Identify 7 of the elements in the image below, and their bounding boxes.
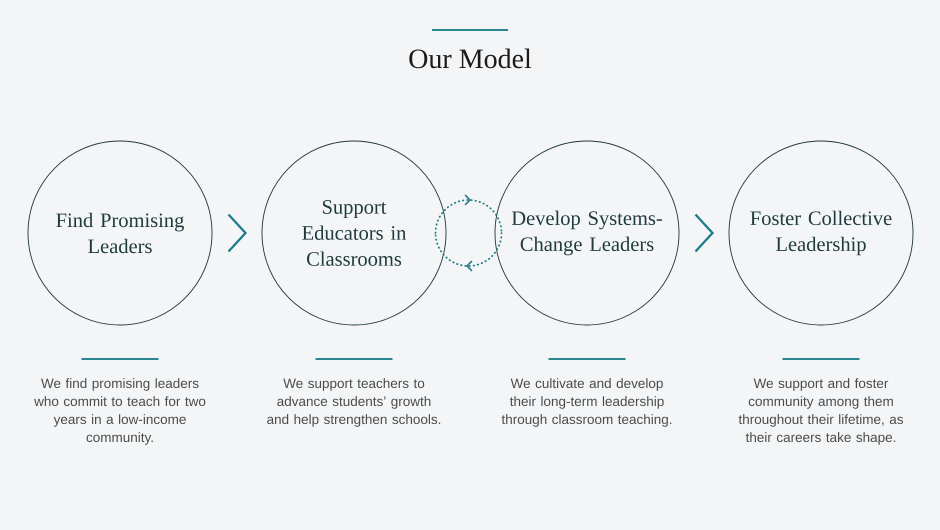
- description-text: We cultivate and develop their long-term leadership through classroom teaching.: [502, 378, 672, 427]
- description-text: We find promising leaders who commit to teach for two years in a low-income community.: [34, 378, 206, 445]
- description-text: We support and foster community among them throughout their lifetime, as their careers take shape.: [738, 378, 904, 445]
- chevron-arrow: [694, 214, 714, 252]
- description-text: We support teachers to advance students’ growth and help strengthen schools.: [267, 378, 440, 427]
- title: Our Model: [409, 48, 532, 68]
- chevron-arrow: [228, 214, 248, 252]
